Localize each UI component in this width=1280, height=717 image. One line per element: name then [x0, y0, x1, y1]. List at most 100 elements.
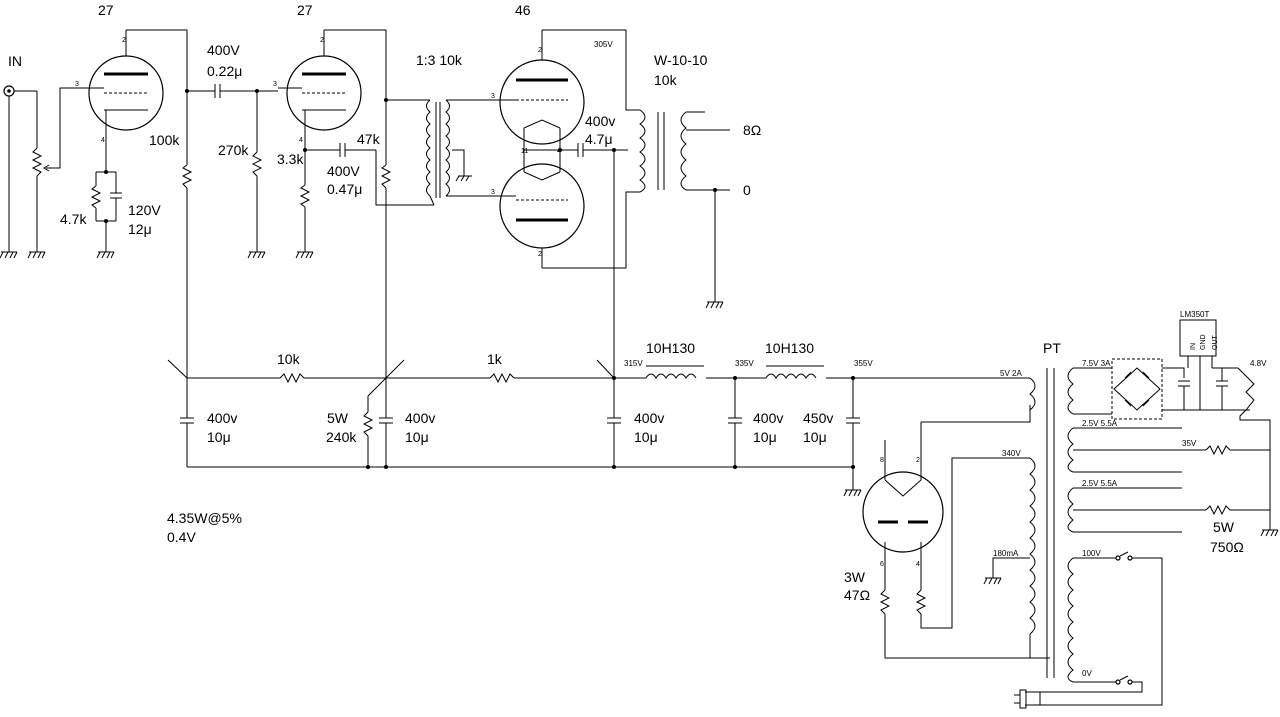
- svg-text:5V 2A: 5V 2A: [1000, 369, 1022, 378]
- svg-text:180mA: 180mA: [993, 549, 1019, 558]
- tube-v3-lower: [495, 163, 585, 268]
- svg-text:10μ: 10μ: [753, 429, 777, 445]
- output-power-label: 4.35W@5%: [167, 510, 242, 526]
- input-jack[interactable]: [3, 85, 37, 252]
- svg-text:0.47μ: 0.47μ: [327, 181, 362, 197]
- svg-text:10k: 10k: [277, 351, 301, 367]
- svg-text:IN: IN: [1190, 343, 1197, 350]
- svg-text:400v: 400v: [405, 410, 435, 426]
- svg-text:2: 2: [538, 47, 542, 54]
- tube-v1: [80, 30, 164, 131]
- svg-text:35V: 35V: [1182, 439, 1197, 448]
- svg-text:6: 6: [880, 561, 884, 568]
- power-transformer: [992, 367, 1074, 683]
- rectifier-tube: [862, 422, 944, 585]
- svg-text:3.3k: 3.3k: [277, 151, 304, 167]
- svg-text:100V: 100V: [1082, 549, 1101, 558]
- svg-text:2: 2: [320, 37, 324, 44]
- svg-text:0.22μ: 0.22μ: [207, 63, 242, 79]
- svg-text:1k: 1k: [487, 351, 503, 367]
- output-8-ohm: 8Ω: [743, 122, 761, 138]
- svg-text:400v: 400v: [634, 410, 664, 426]
- svg-text:750Ω: 750Ω: [1210, 539, 1244, 555]
- svg-text:GND: GND: [1200, 334, 1207, 350]
- svg-text:3: 3: [273, 81, 277, 88]
- svg-text:2.5V 5.5A: 2.5V 5.5A: [1082, 479, 1118, 488]
- svg-text:47k: 47k: [357, 131, 381, 147]
- svg-text:400v: 400v: [207, 410, 237, 426]
- input-sensitivity-label: 0.4V: [167, 529, 196, 545]
- svg-text:10μ: 10μ: [634, 429, 658, 445]
- svg-text:12μ: 12μ: [128, 221, 152, 237]
- svg-text:10μ: 10μ: [803, 429, 827, 445]
- svg-text:3: 3: [75, 81, 79, 88]
- svg-text:270k: 270k: [218, 142, 249, 158]
- tube-v3-upper: [495, 30, 585, 145]
- svg-text:305V: 305V: [594, 40, 613, 49]
- regulator-label: LM350T: [1180, 310, 1209, 319]
- svg-text:W-10-10: W-10-10: [654, 52, 708, 68]
- svg-text:450v: 450v: [803, 410, 833, 426]
- svg-text:4.7μ: 4.7μ: [585, 131, 613, 147]
- mains-plug-icon: [1014, 689, 1041, 709]
- svg-text:11: 11: [521, 148, 528, 155]
- tube-v2-type: 27: [297, 2, 313, 18]
- tube-v3-type: 46: [515, 2, 531, 18]
- fuse-switch[interactable]: [1115, 675, 1133, 685]
- svg-text:120V: 120V: [128, 202, 161, 218]
- svg-text:2.5V 5.5A: 2.5V 5.5A: [1082, 419, 1118, 428]
- svg-text:400V: 400V: [327, 163, 360, 179]
- ground-symbol: [455, 175, 472, 182]
- input-label: IN: [8, 53, 22, 69]
- svg-text:47Ω: 47Ω: [844, 587, 870, 603]
- svg-text:5W: 5W: [327, 410, 349, 426]
- svg-text:3W: 3W: [844, 569, 866, 585]
- svg-text:2: 2: [122, 37, 126, 44]
- svg-text:4.8V: 4.8V: [1250, 359, 1267, 368]
- svg-text:4: 4: [101, 137, 105, 144]
- power-transformer-label: PT: [1043, 340, 1061, 356]
- svg-text:240k: 240k: [326, 429, 357, 445]
- svg-text:2: 2: [538, 251, 542, 258]
- tube-v1-type: 27: [98, 2, 114, 18]
- svg-text:1:3 10k: 1:3 10k: [416, 52, 463, 68]
- filter-capacitors: [180, 376, 860, 490]
- plate-resistor-100k: [181, 164, 193, 189]
- resistor-1k: [489, 372, 515, 384]
- svg-text:0V: 0V: [1082, 669, 1092, 678]
- interstage-transformer: [426, 99, 495, 206]
- svg-text:400V: 400V: [207, 42, 240, 58]
- svg-text:355V: 355V: [854, 359, 873, 368]
- svg-text:7.5V 3A: 7.5V 3A: [1082, 359, 1111, 368]
- choke-2: [765, 365, 1030, 379]
- svg-text:340V: 340V: [1002, 449, 1021, 458]
- output-transformer: [639, 109, 730, 302]
- output-ground: 0: [743, 182, 751, 198]
- svg-text:10μ: 10μ: [405, 429, 429, 445]
- resistor-10k: [279, 372, 305, 384]
- svg-text:10H130: 10H130: [765, 340, 814, 356]
- svg-text:335V: 335V: [735, 359, 754, 368]
- ground-symbols: [0, 251, 1279, 585]
- svg-text:OUT: OUT: [1212, 335, 1219, 351]
- svg-text:5W: 5W: [1213, 519, 1235, 535]
- svg-text:8: 8: [880, 457, 884, 464]
- svg-text:2: 2: [916, 457, 920, 464]
- bridge-rectifier: [1113, 367, 1161, 411]
- svg-text:400v: 400v: [753, 410, 783, 426]
- svg-text:4: 4: [916, 561, 920, 568]
- svg-text:400v: 400v: [585, 113, 615, 129]
- svg-text:3: 3: [491, 189, 495, 196]
- svg-text:10H130: 10H130: [646, 340, 695, 356]
- svg-text:4: 4: [299, 137, 303, 144]
- label-4-7k: 4.7k: [60, 211, 87, 227]
- svg-text:10k: 10k: [654, 72, 678, 88]
- svg-text:315V: 315V: [624, 359, 643, 368]
- tube-v2: [278, 30, 362, 131]
- power-switch[interactable]: [1115, 551, 1133, 561]
- volume-potentiometer[interactable]: [31, 87, 80, 252]
- svg-text:10μ: 10μ: [207, 429, 231, 445]
- label-100k: 100k: [149, 132, 180, 148]
- svg-text:3: 3: [491, 93, 495, 100]
